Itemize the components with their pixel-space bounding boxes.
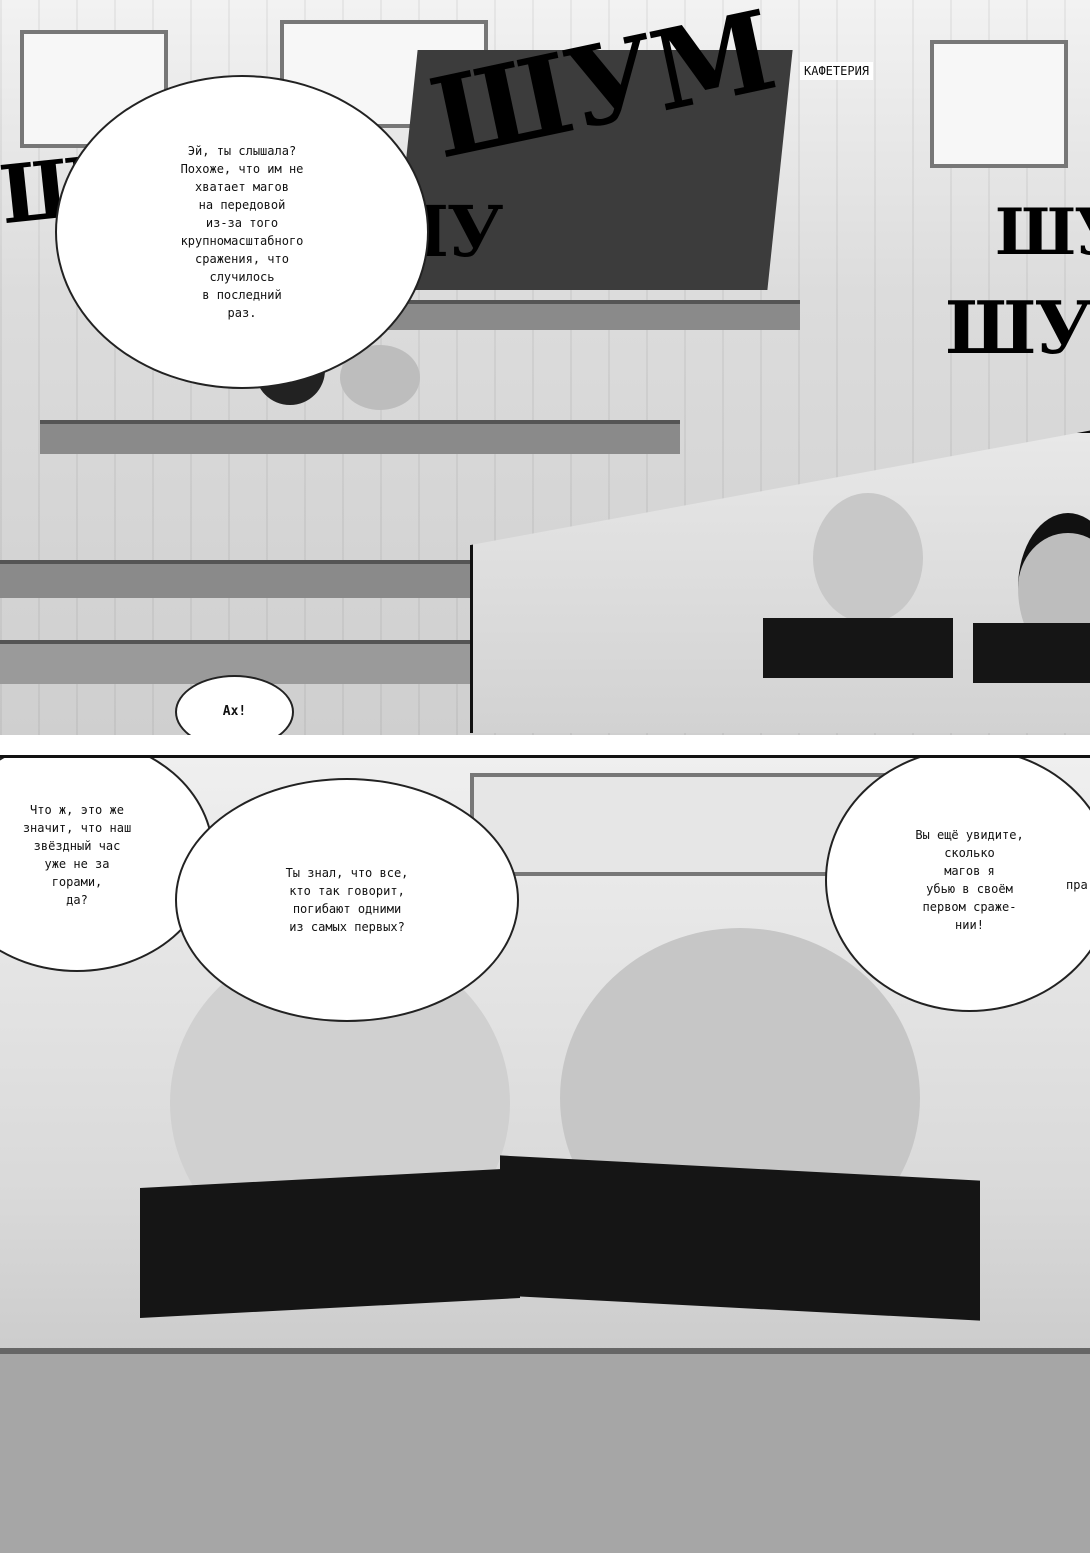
girl-left-uniform	[140, 1168, 520, 1318]
desk-row-back	[380, 300, 800, 330]
speech-text-first-die: Ты знал, что все, кто так говорит, погиб…	[285, 866, 409, 934]
sfx-chatter-right: ШУ	[995, 195, 1090, 270]
speech-text-you-see: Вы ещё увидите, сколько магов я убью в с…	[915, 828, 1024, 932]
window-right	[930, 40, 1068, 168]
desk-row-front	[0, 560, 520, 598]
panel-girls: Что ж, это же значит, что наш звёздный ч…	[0, 755, 1090, 1553]
speech-bubble-rumor: Эй, ты слышала? Похоже, что им не хватае…	[55, 75, 429, 389]
table	[0, 1348, 1090, 1553]
location-caption: КАФЕТЕРИЯ	[800, 62, 874, 80]
speech-bubble-gasp: Ах!	[175, 675, 294, 735]
boy-right-uniform	[973, 623, 1090, 683]
speech-text-gasp: Ах!	[222, 704, 247, 719]
speech-bubble-you-see: Вы ещё увидите, сколько магов я убью в с…	[825, 758, 1090, 1012]
speech-text-means: Что ж, это же значит, что наш звёздный ч…	[22, 803, 132, 907]
desk-row-bottom	[0, 640, 470, 684]
boy-left-uniform	[763, 618, 953, 678]
boy-left-head	[813, 493, 923, 623]
girl-right-uniform	[500, 1155, 980, 1321]
speech-text-cut-off: пра	[1063, 878, 1090, 892]
sfx-chatter-right-2: ШУ	[945, 285, 1090, 370]
speech-bubble-first-die: Ты знал, что все, кто так говорит, погиб…	[175, 778, 519, 1022]
speech-text-rumor: Эй, ты слышала? Похоже, что им не хватае…	[180, 144, 304, 320]
desk-row-mid	[40, 420, 680, 454]
